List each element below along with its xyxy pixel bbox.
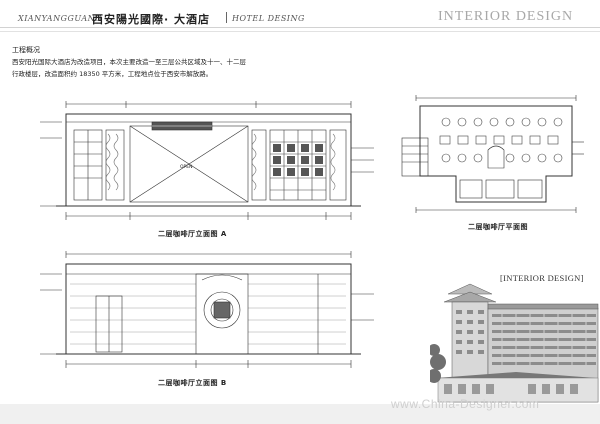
watermark-text: www.China-Designer.com: [391, 397, 540, 411]
floor-plan-caption: 二层咖啡厅平面图: [468, 223, 528, 231]
header-rule: [0, 27, 600, 28]
hotel-building-rendering: [430, 283, 599, 403]
floor-plan-drawing: [401, 95, 584, 213]
header-rule-secondary: [0, 31, 600, 32]
elevation-b-drawing: [40, 251, 374, 368]
overview-paragraph: 西安阳光国际大酒店为改造项目，本次主要改造一至三层公共区域及十一、十二层行政楼层…: [12, 58, 246, 78]
header-band: XIANYANGGUANG 西安陽光國際· 大酒店 HOTEL DESING I…: [0, 0, 600, 33]
watermark-band: [0, 404, 600, 424]
rendering-label: [INTERIOR DESIGN]: [500, 273, 584, 283]
brand-title: INTERIOR DESIGN: [438, 9, 574, 24]
header-left-text: XIANYANGGUANG: [18, 14, 103, 23]
header-hotel-text: HOTEL DESING: [232, 14, 305, 23]
hotel-title: 西安陽光國際· 大酒店: [92, 13, 211, 26]
elevation-a-caption: 二层咖啡厅立面图 A: [158, 230, 227, 238]
overview-heading: 工程概况: [12, 46, 40, 54]
open-sign-label: OPEN: [180, 164, 192, 170]
elevation-a-drawing: OPEN: [40, 101, 374, 220]
header-separator: [226, 12, 227, 23]
elevation-b-caption: 二层咖啡厅立面图 B: [158, 379, 227, 387]
